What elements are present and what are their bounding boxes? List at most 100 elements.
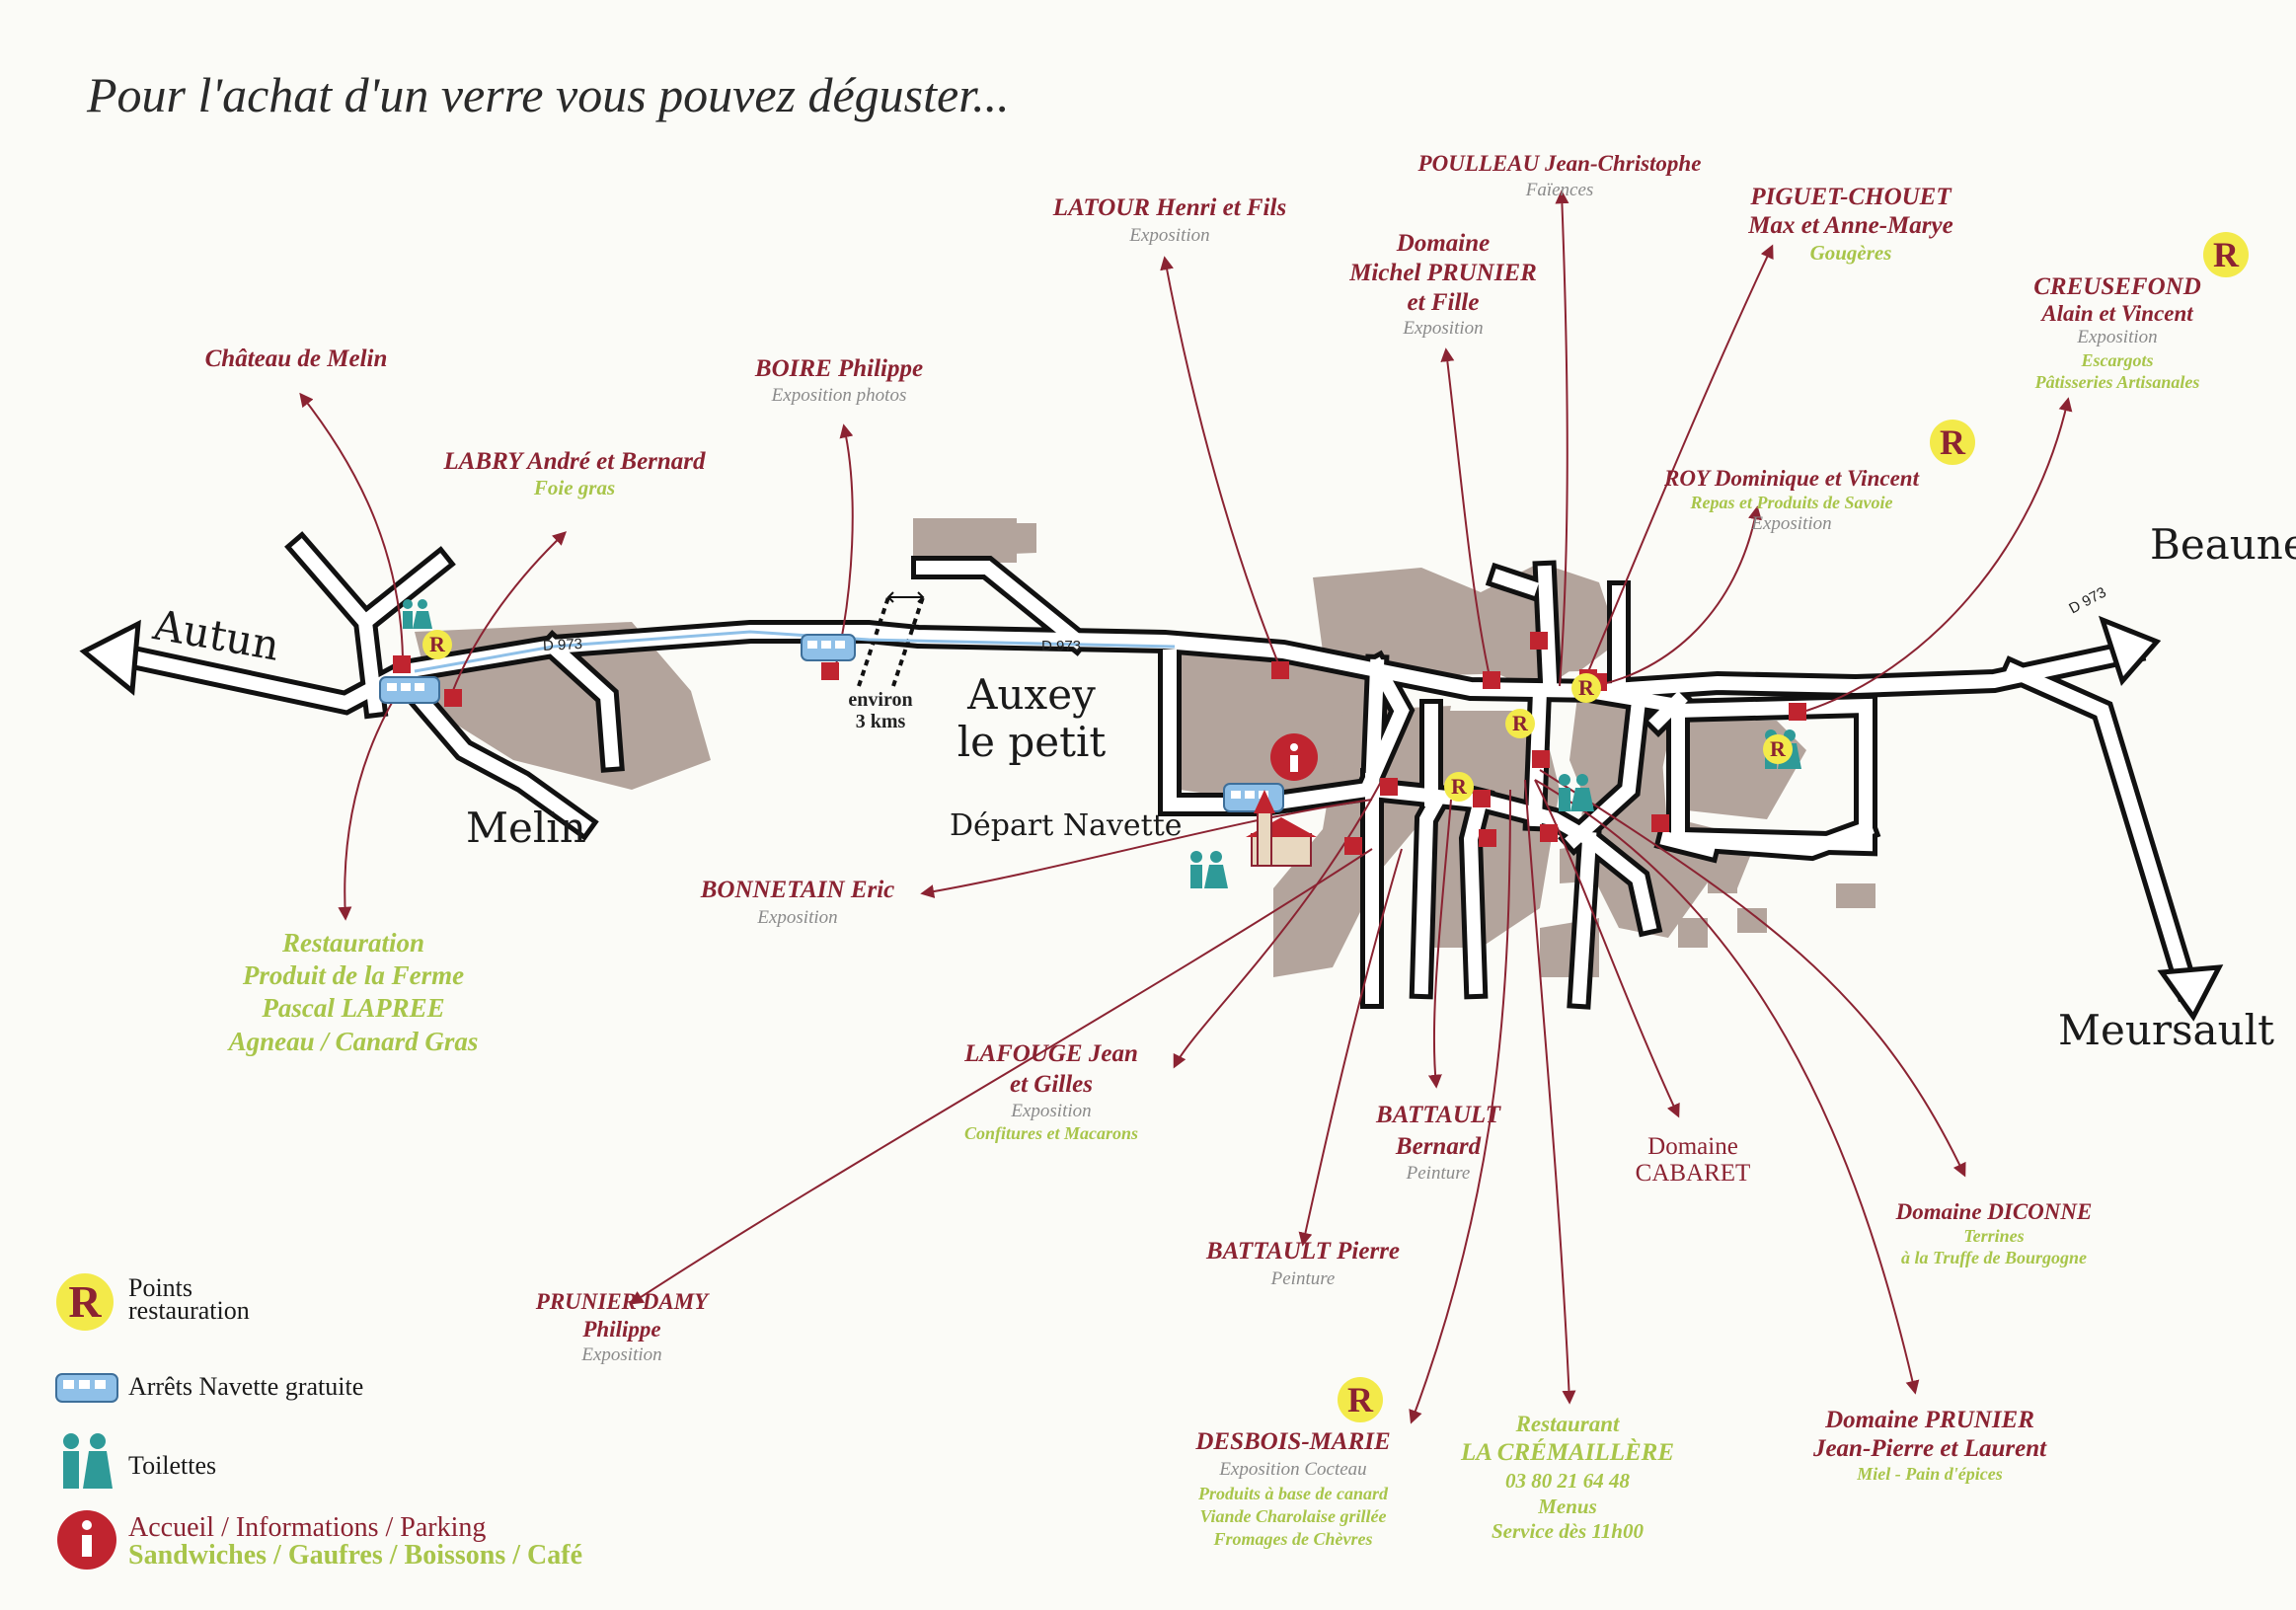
church-icon [1246,790,1317,867]
place-labry-food: Foie gras [533,476,616,499]
restaurant-point-icon: R [1338,1377,1383,1422]
place-battault-bernard-line-2: Bernard [1395,1133,1482,1160]
place-cremaillere-line-2: LA CRÉMAILLÈRE [1460,1439,1675,1466]
place-prunier-jp-line-2: Jean-Pierre et Laurent [1812,1435,2047,1462]
place-restauration-line-4: Agneau / Canard Gras [228,1027,479,1056]
place-desbois-food-3: Fromages de Chèvres [1213,1529,1373,1549]
place-poulleau-name: POULLEAU Jean-Christophe [1417,151,1702,176]
place-cabaret-line-1: Domaine [1647,1133,1738,1160]
place-latour-sub: Exposition [1129,225,1210,246]
restaurant-point-icon: R [1763,734,1793,764]
place-poulleau-sub: Faïences [1525,180,1594,200]
place-desbois-sub: Exposition Cocteau [1219,1459,1367,1480]
restaurant-point-icon: R [1930,420,1975,465]
place-lafouge-line-2: et Gilles [1009,1071,1094,1098]
shuttle-bus-icon [1223,783,1284,812]
callout-arrows [299,190,2073,1424]
roads [114,531,2201,1010]
place-prunier-michel-line-1: Domaine [1396,230,1491,257]
restaurant-point-icon: R [1444,772,1474,802]
place-latour-name: LATOUR Henri et Fils [1052,194,1287,221]
shuttle-bus-icon [801,634,856,661]
place-chateau-melin: Château de Melin [204,345,388,372]
place-cabaret-line-2: CABARET [1635,1160,1751,1187]
place-battault-pierre-sub: Peinture [1270,1268,1336,1289]
place-diconne-name: Domaine DICONNE [1895,1199,2093,1224]
legend-shuttle-bus-icon [55,1373,118,1403]
place-roy-sub: Exposition [1751,513,1832,534]
toilets-icon [403,599,432,629]
town-auxey-line-1: Auxey [967,670,1096,719]
place-restauration-line-3: Pascal LAPREE [262,993,445,1023]
place-cremaillere-line-5: Service dès 11h00 [1492,1519,1644,1543]
place-diconne-food-2: à la Truffe de Bourgogne [1900,1248,2088,1267]
road-arrows [79,615,2224,1022]
place-prunier-damy-line-1: PRUNIER DAMY [535,1289,709,1314]
place-prunier-michel-sub: Exposition [1403,318,1484,339]
shuttle-departure-label: Départ Navette [950,808,1183,843]
restaurant-point-icon: R [422,630,452,659]
shuttle-route [414,630,1176,673]
arrow-icon [2157,964,2224,1022]
shuttle-bus-icon [379,676,440,704]
place-prunier-jp-line-1: Domaine PRUNIER [1825,1407,2034,1433]
place-bonnetain-sub: Exposition [757,907,838,928]
place-prunier-michel-line-3: et Fille [1407,289,1480,316]
place-piguet-food: Gougères [1809,241,1892,265]
place-prunier-jp-food: Miel - Pain d'épices [1857,1464,2003,1484]
place-restauration-line-2: Produit de la Ferme [242,960,465,990]
distance-arrow-icon [886,591,925,603]
town-melin: Melin [466,804,586,852]
road-label: D 973 [542,635,583,655]
place-restauration-line-1: Restauration [281,928,425,958]
town-meursault: Meursault [2058,1006,2274,1054]
town-auxey-line-2: le petit [957,718,1107,766]
place-roy-name: ROY Dominique et Vincent [1664,466,1919,491]
legend-toilets-icon [63,1433,113,1489]
distance-label-line-1: environ [848,689,913,711]
place-labry-name: LABRY André et Bernard [443,448,706,475]
place-battault-bernard-sub: Peinture [1406,1163,1471,1184]
place-lafouge-sub: Exposition [1011,1101,1092,1121]
legend-restauration-line-2: restauration [128,1296,250,1325]
town-beaune: Beaune [2150,520,2296,569]
legend-restaurant-point-icon: R [56,1273,114,1331]
restaurant-point-icon: R [1571,673,1601,703]
place-piguet-line-2: Max et Anne-Marye [1748,212,1953,239]
place-desbois-food-2: Viande Charolaise grillée [1199,1506,1387,1526]
place-boire-sub: Exposition photos [771,385,907,406]
place-bonnetain-name: BONNETAIN Eric [700,877,895,903]
place-diconne-food-1: Terrines [1963,1226,2025,1246]
legend-sandwiches: Sandwiches / Gaufres / Boissons / Café [128,1540,582,1571]
legend-accueil: Accueil / Informations / Parking [128,1512,487,1543]
legend-toilettes: Toilettes [128,1451,217,1480]
place-cremaillere-line-4: Menus [1538,1495,1597,1518]
distance-label-line-2: 3 kms [855,711,906,732]
place-desbois-food-1: Produits à base de canard [1197,1484,1389,1503]
place-creusefond-line-2: Alain et Vincent [2041,301,2193,326]
place-battault-bernard-line-1: BATTAULT [1376,1102,1500,1128]
restaurant-point-icon: R [1505,709,1535,738]
arrow-icon [79,619,141,696]
place-creusefond-food-1: Escargots [2081,350,2154,370]
info-icon [1270,733,1318,781]
place-cremaillere-line-3: 03 80 21 64 48 [1505,1469,1630,1493]
legend-info-icon [57,1510,116,1570]
place-lafouge-food: Confitures et Macarons [963,1123,1139,1143]
place-creusefond-sub: Exposition [2077,327,2158,347]
place-creusefond-food-2: Pâtisseries Artisanales [2034,372,2200,392]
legend-navette: Arrêts Navette gratuite [128,1372,364,1401]
place-boire-name: BOIRE Philippe [754,355,924,382]
place-prunier-damy-line-2: Philippe [582,1317,661,1342]
place-lafouge-line-1: LAFOUGE Jean [964,1040,1138,1067]
toilets-icon [1190,851,1228,888]
restaurant-point-icon: R [2203,232,2249,277]
legend-restauration-line-1: Points [128,1273,193,1302]
arrow-icon [2098,615,2162,686]
road-label: D 973 [1041,638,1082,654]
place-prunier-damy-sub: Exposition [581,1344,662,1365]
place-roy-food: Repas et Produits de Savoie [1690,493,1893,512]
place-prunier-michel-line-2: Michel PRUNIER [1349,260,1537,286]
place-creusefond-line-1: CREUSEFOND [2033,273,2201,300]
